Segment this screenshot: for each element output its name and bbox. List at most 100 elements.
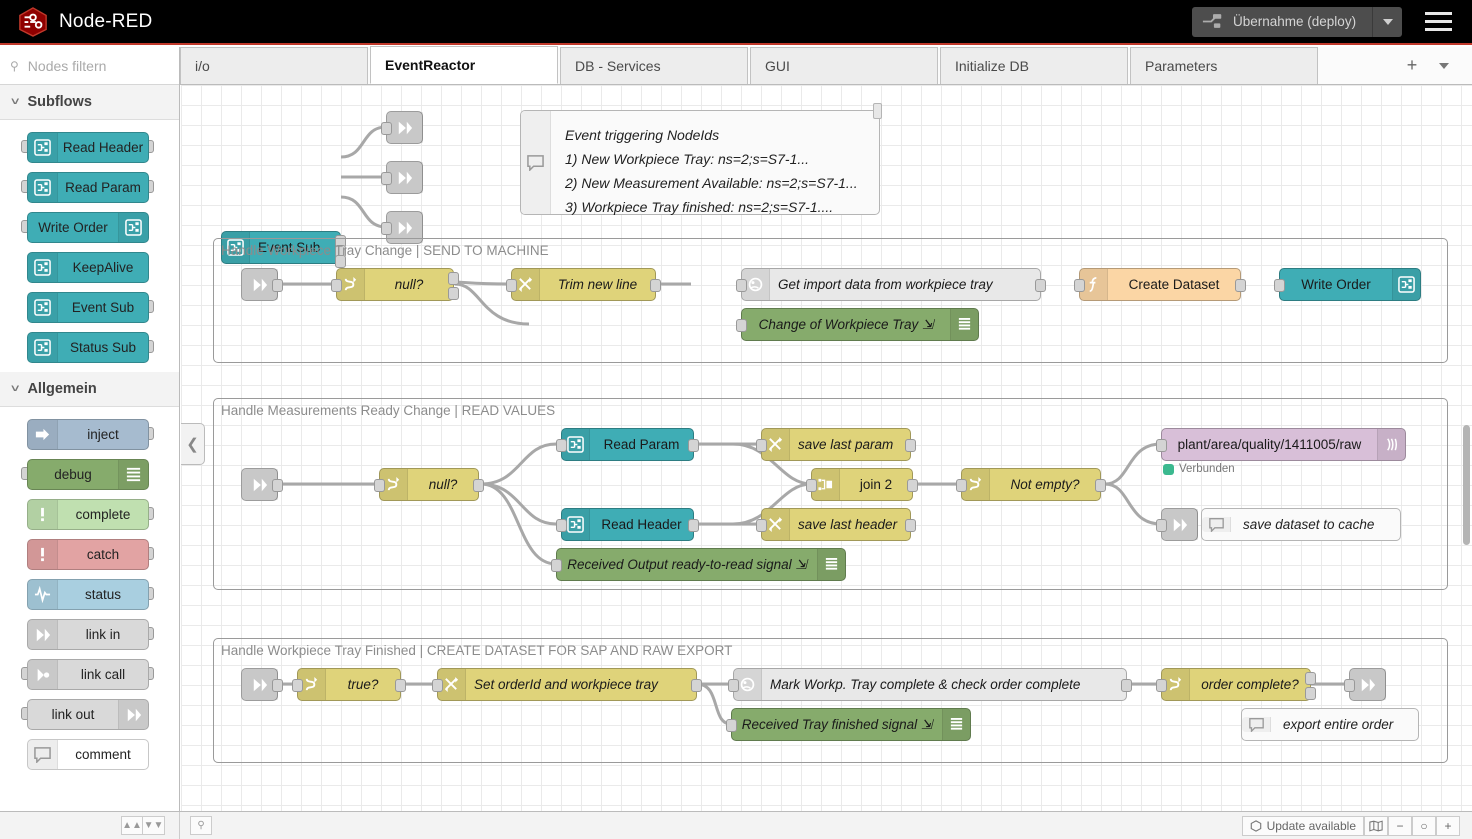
node-switch-null-2[interactable]: null? [374,468,484,501]
output-port[interactable] [1095,479,1106,492]
node-change-save-last-header[interactable]: save last header [756,508,916,541]
input-port[interactable] [1156,439,1167,452]
zoom-out-button[interactable]: − [1388,815,1412,836]
input-port[interactable] [1156,519,1167,532]
node-link-out-3[interactable] [381,211,423,244]
node-switch-true[interactable]: true? [292,668,406,701]
node-switch-null-1[interactable]: null? [331,268,459,301]
palette-node-read-header[interactable]: Read Header [27,132,149,163]
tab-gui[interactable]: GUI [750,47,938,84]
palette-search-row[interactable]: ⚲ [0,47,179,85]
palette-search-input[interactable] [25,56,156,75]
search-flows-button[interactable]: ⚲ [190,816,212,835]
input-port[interactable] [292,679,303,692]
zoom-reset-button[interactable]: ○ [1412,815,1436,836]
output-port[interactable] [272,479,283,492]
update-available-button[interactable]: Update available [1241,815,1364,836]
node-switch-order-complete[interactable]: order complete? [1156,668,1316,701]
node-link-in-g1[interactable] [241,268,283,301]
palette-category-allgemein[interactable]: ˅Allgemein [0,372,179,407]
output-port-2[interactable] [448,287,459,300]
input-port[interactable] [381,172,392,185]
node-link-out-g3[interactable] [1344,668,1386,701]
node-change-trim-new-line[interactable]: Trim new line [506,268,661,301]
palette-node-link-out[interactable]: link out [27,699,149,730]
input-port[interactable] [1274,279,1285,292]
output-port-2[interactable] [1305,687,1316,700]
input-port[interactable] [381,222,392,235]
node-change-save-last-param[interactable]: save last param [756,428,916,461]
palette-node-comment[interactable]: comment [27,739,149,770]
output-port[interactable] [691,679,702,692]
collapse-all-button[interactable]: ▲▲ [121,816,143,835]
node-change-set-orderid[interactable]: Set orderId and workpiece tray [432,668,702,701]
node-event-sub[interactable]: Event Sub [221,231,346,268]
tab-db-services[interactable]: DB - Services [560,47,748,84]
output-port[interactable] [1235,279,1246,292]
input-port[interactable] [806,479,817,492]
input-port[interactable] [1344,679,1355,692]
input-port[interactable] [381,122,392,135]
output-port[interactable] [395,679,406,692]
group-measurements-ready[interactable]: Handle Measurements Ready Change | READ … [213,398,1448,590]
input-port[interactable] [756,519,767,532]
palette-node-write-order[interactable]: Write Order [27,212,149,243]
palette-node-link-in[interactable]: link in [27,619,149,650]
node-http-get-import-data[interactable]: Get import data from workpiece tray [736,268,1046,301]
add-flow-button[interactable]: + [1406,55,1418,75]
node-http-mark-workp-tray[interactable]: Mark Workp. Tray complete & check order … [728,668,1132,701]
output-port[interactable] [1035,279,1046,292]
output-port[interactable] [1121,679,1132,692]
output-port[interactable] [272,279,283,292]
node-subflow-read-param[interactable]: Read Param [556,428,699,461]
palette-node-read-param[interactable]: Read Param [27,172,149,203]
group-workpiece-tray-finished[interactable]: Handle Workpiece Tray Finished | CREATE … [213,638,1448,763]
navigator-toggle-button[interactable] [1364,815,1388,836]
palette-collapse-button[interactable]: ❮ [181,423,205,465]
output-port[interactable] [688,519,699,532]
node-debug-change-workpiece-tray[interactable]: Change of Workpiece Tray ⇲ [736,308,979,341]
node-mqtt-out[interactable]: plant/area/quality/1411005/raw [1156,428,1406,461]
node-subflow-read-header[interactable]: Read Header [556,508,699,541]
hamburger-menu-icon[interactable] [1418,3,1458,41]
node-switch-not-empty[interactable]: Not empty? [956,468,1106,501]
input-port[interactable] [556,439,567,452]
palette-node-event-sub[interactable]: Event Sub [27,292,149,323]
tab-initialize-db[interactable]: Initialize DB [940,47,1128,84]
node-link-in-g3[interactable] [241,668,283,701]
node-function-create-dataset[interactable]: Create Dataset [1074,268,1246,301]
palette-node-status[interactable]: status [27,579,149,610]
output-port-3[interactable] [335,255,346,268]
palette-node-link-call[interactable]: link call [27,659,149,690]
input-port[interactable] [331,279,342,292]
expand-all-button[interactable]: ▼▼ [143,816,165,835]
input-port[interactable] [756,439,767,452]
input-port[interactable] [432,679,443,692]
input-port[interactable] [506,279,517,292]
input-port[interactable] [736,279,747,292]
output-port[interactable] [905,519,916,532]
node-subflow-write-order[interactable]: Write Order [1274,268,1421,301]
node-debug-received-output-signal[interactable]: Received Output ready-to-read signal ⇲ [551,548,846,581]
group-workpiece-tray-change[interactable]: Handle Workpiece Tray Change | SEND TO M… [213,238,1448,363]
palette-category-subflows[interactable]: ˅Subflows [0,85,179,120]
flow-canvas[interactable]: Event Sub Event triggering NodeIds 1) Ne… [181,85,1472,811]
input-port[interactable] [726,719,737,732]
node-link-in-g2[interactable] [241,468,283,501]
output-port[interactable] [688,439,699,452]
output-port[interactable] [272,679,283,692]
input-port[interactable] [956,479,967,492]
input-port[interactable] [736,319,747,332]
palette-node-debug[interactable]: debug [27,459,149,490]
comment-node-event-ids[interactable]: Event triggering NodeIds 1) New Workpiec… [520,103,882,215]
input-port[interactable] [1156,679,1167,692]
tab-parameters[interactable]: Parameters [1130,47,1318,84]
tab-list-menu-button[interactable] [1428,49,1460,83]
tab-i-o[interactable]: i/o [180,47,368,84]
output-port[interactable] [905,439,916,452]
output-port-1[interactable] [1305,672,1316,685]
input-port[interactable] [1074,279,1085,292]
node-link-out-2[interactable] [381,161,423,194]
output-port-1[interactable] [448,272,459,285]
input-port[interactable] [556,519,567,532]
